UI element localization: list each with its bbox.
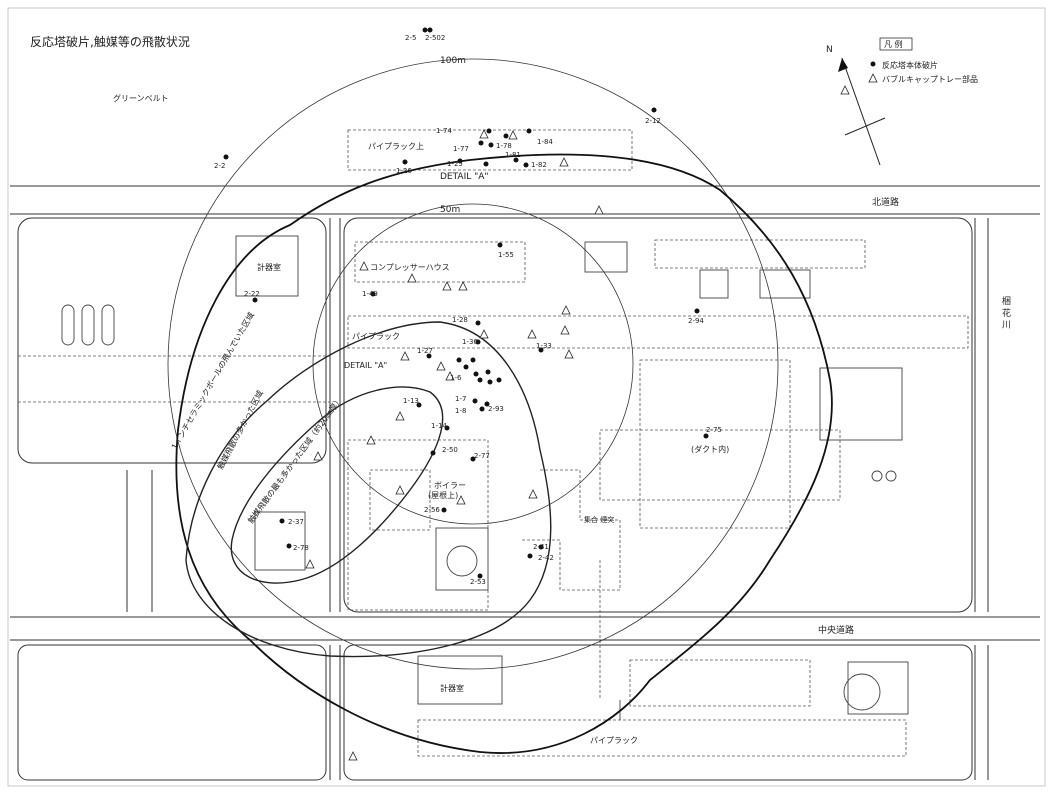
svg-text:2-502: 2-502	[425, 34, 445, 42]
zone1-contour	[175, 153, 833, 754]
north-arrow	[838, 57, 886, 166]
instrument-room-bottom	[417, 655, 503, 705]
pipe-rack-bottom	[417, 719, 907, 757]
building-sw	[254, 511, 306, 571]
main-plant-block	[343, 217, 973, 613]
legend-item-bubble-cap: バブルキャップトレー部品	[882, 74, 978, 84]
svg-text:1-74: 1-74	[436, 127, 452, 135]
svg-text:2-56: 2-56	[424, 506, 440, 514]
svg-text:2-41: 2-41	[533, 543, 549, 551]
svg-text:2-78: 2-78	[293, 544, 309, 552]
zone3-contour	[230, 386, 444, 584]
west-road	[126, 470, 153, 612]
legend-dot-symbol	[870, 61, 876, 67]
boiler-stack	[435, 527, 489, 591]
legend-item-fragment: 反応塔本体破片	[882, 60, 938, 70]
river-label: 梱 花 川	[1000, 295, 1011, 329]
svg-text:1-28: 1-28	[452, 316, 468, 324]
svg-text:2-50: 2-50	[442, 446, 458, 454]
svg-text:1-8: 1-8	[455, 407, 466, 415]
svg-text:2-37: 2-37	[288, 518, 304, 526]
north-road-label: 北道路	[872, 196, 899, 208]
svg-text:1-49: 1-49	[362, 290, 378, 298]
radius-100m-circle	[167, 58, 779, 670]
svg-text:2-2: 2-2	[214, 162, 225, 170]
svg-text:1-27: 1-27	[417, 347, 433, 355]
pipe-rack-bottom-label: パイプラック	[590, 736, 638, 745]
center-road	[10, 616, 1040, 641]
svg-text:1-36: 1-36	[462, 338, 478, 346]
svg-text:2-94: 2-94	[688, 317, 704, 325]
svg-text:2-77: 2-77	[474, 452, 490, 460]
pipe-rack-label: パイプラック	[352, 332, 400, 341]
fragment-labels: 2-5 2-502 2-12 2-2 1-74 1-77 1-78 1-84 1…	[214, 34, 722, 586]
detail-a-mid-label: DETAIL "A"	[344, 361, 387, 370]
svg-text:1-84: 1-84	[537, 138, 553, 146]
collection-stack-label: 集合 煙突	[584, 515, 614, 524]
svg-text:1-14: 1-14	[431, 422, 447, 430]
svg-text:2-5: 2-5	[405, 34, 416, 42]
center-road-label: 中央道路	[818, 624, 854, 636]
fragment-dots	[223, 27, 709, 579]
instrument-room-left	[235, 235, 299, 297]
vertical-roads	[329, 218, 989, 780]
detail-a-top-label: DETAIL "A"	[440, 172, 489, 182]
north-label: N	[826, 45, 833, 55]
zone2-label: 触媒飛散の多かった区域	[215, 389, 265, 471]
compressor-house	[354, 241, 526, 283]
southwest-block	[17, 644, 327, 781]
map-frame	[7, 7, 1046, 787]
zone3-label: 触媒飛散の最も多かった区域（約20㎜厚）	[246, 395, 345, 526]
south-block	[343, 644, 973, 781]
svg-text:1-82: 1-82	[531, 161, 547, 169]
zone2-contour	[185, 321, 552, 658]
boiler-roof-label: (屋根上)	[428, 490, 458, 500]
svg-text:1-6: 1-6	[450, 374, 462, 382]
bubble-cap-triangles	[305, 85, 850, 761]
greenbelt-label: グリーンベルト	[113, 93, 169, 103]
west-block	[17, 217, 327, 464]
svg-text:1-7: 1-7	[455, 395, 466, 403]
map-title: 反応塔破片,触媒等の飛散状況	[30, 34, 190, 49]
svg-text:1-81: 1-81	[505, 151, 521, 159]
label-50m: 50m	[440, 205, 460, 215]
legend-header-box	[879, 37, 913, 51]
svg-text:2-22: 2-22	[244, 290, 260, 298]
svg-text:1-78: 1-78	[496, 142, 512, 150]
radius-50m-circle	[312, 203, 634, 525]
svg-text:2-42: 2-42	[538, 554, 554, 562]
svg-text:2-75: 2-75	[706, 426, 722, 434]
svg-text:1-13: 1-13	[403, 397, 419, 405]
label-100m: 100m	[440, 56, 466, 66]
legend-triangle-symbol	[868, 73, 878, 83]
svg-text:1-55: 1-55	[498, 251, 514, 259]
svg-text:1-26: 1-26	[396, 167, 412, 175]
svg-text:2-12: 2-12	[645, 117, 661, 125]
instrument-room-left-label: 計器室	[257, 262, 281, 272]
boiler-label: ボイラー	[434, 481, 466, 490]
svg-text:1-77: 1-77	[453, 145, 469, 153]
svg-text:2-93: 2-93	[488, 405, 504, 413]
legend-header: 凡 例	[884, 39, 903, 49]
svg-text:1-33: 1-33	[536, 342, 552, 350]
svg-text:2-53: 2-53	[470, 578, 486, 586]
pipe-rack-upper-label: パイプラック上	[368, 142, 424, 151]
compressor-label: コンプレッサーハウス	[370, 263, 450, 272]
pipe-rack-structure	[347, 315, 969, 349]
north-road	[10, 185, 1040, 215]
duct-label: (ダクト内)	[691, 444, 729, 454]
svg-text:1-25: 1-25	[447, 160, 463, 168]
instrument-room-bottom-label: 計器室	[440, 683, 464, 693]
